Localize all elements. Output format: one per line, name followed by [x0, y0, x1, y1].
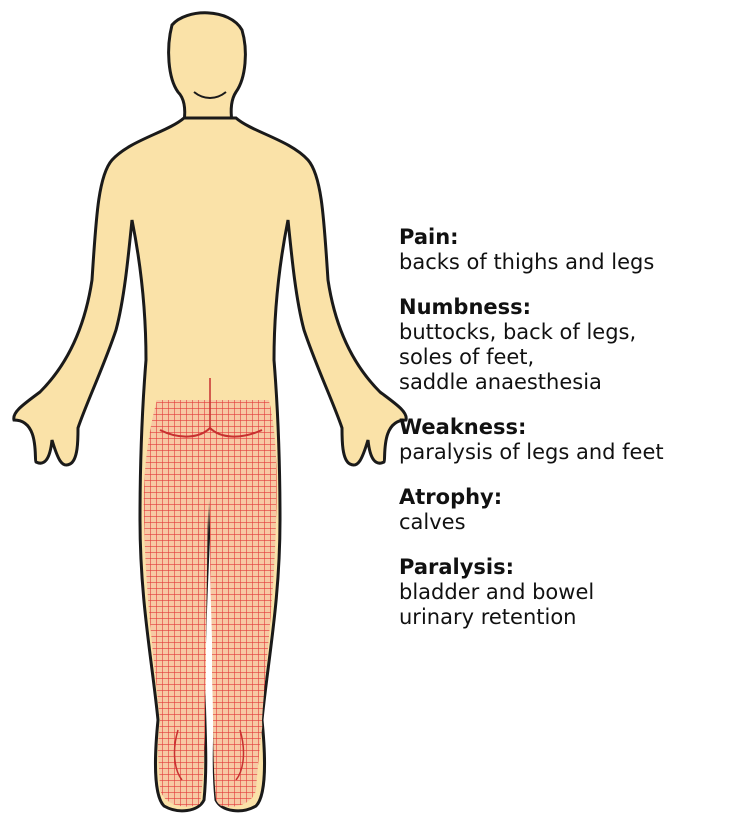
symptom-title: Atrophy: [399, 485, 735, 510]
symptom-entry-numbness: Numbness: buttocks, back of legs, soles … [399, 295, 735, 395]
symptom-title: Paralysis: [399, 555, 735, 580]
symptom-entry-pain: Pain: backs of thighs and legs [399, 225, 735, 275]
symptom-detail: buttocks, back of legs, [399, 320, 735, 345]
symptom-detail: urinary retention [399, 605, 735, 630]
body-silhouette [14, 13, 406, 811]
affected-region [144, 377, 277, 811]
symptom-detail: soles of feet, [399, 345, 735, 370]
symptom-detail: saddle anaesthesia [399, 370, 735, 395]
symptom-title: Weakness: [399, 415, 735, 440]
symptom-detail: backs of thighs and legs [399, 250, 735, 275]
symptom-entry-paralysis: Paralysis: bladder and bowel urinary ret… [399, 555, 735, 630]
head [169, 13, 246, 122]
symptom-detail: calves [399, 510, 735, 535]
symptom-title: Pain: [399, 225, 735, 250]
symptom-title: Numbness: [399, 295, 735, 320]
symptom-legend: Pain: backs of thighs and legs Numbness:… [399, 225, 735, 650]
symptom-detail: bladder and bowel [399, 580, 735, 605]
symptom-entry-atrophy: Atrophy: calves [399, 485, 735, 535]
symptom-detail: paralysis of legs and feet [399, 440, 735, 465]
symptom-entry-weakness: Weakness: paralysis of legs and feet [399, 415, 735, 465]
